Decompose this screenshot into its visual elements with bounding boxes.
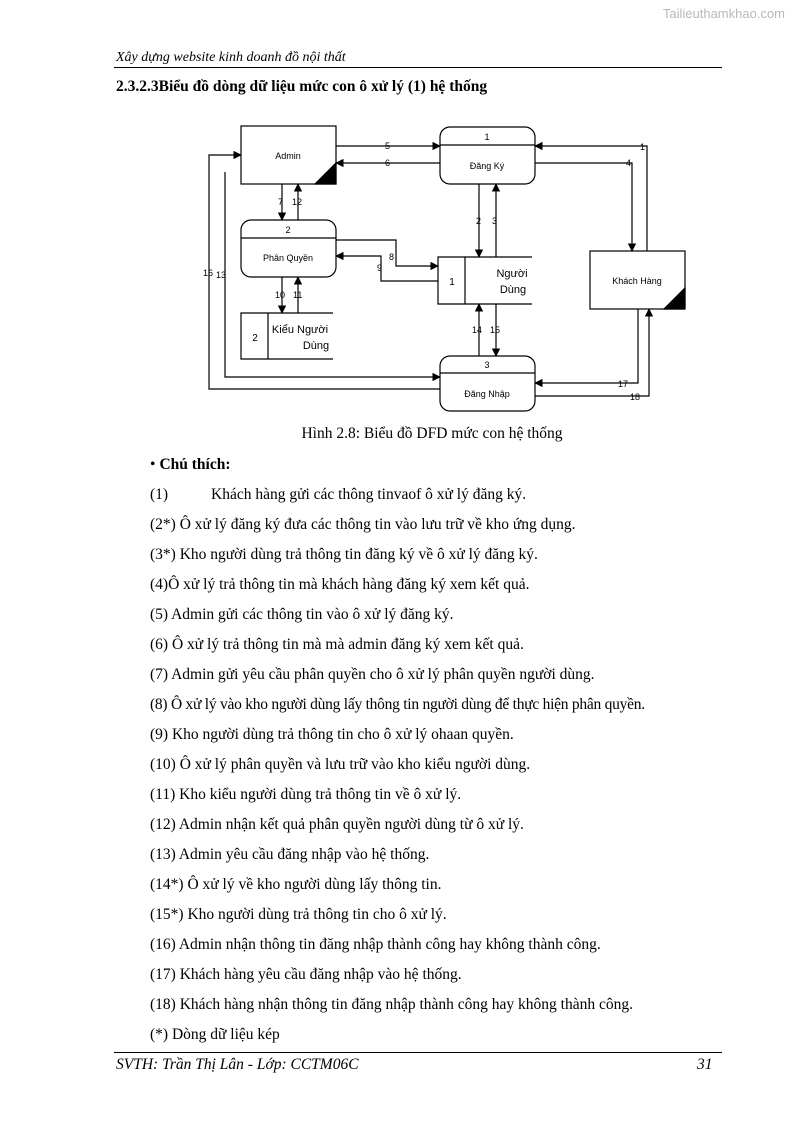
store-user-types [240,312,333,360]
list-item: (12) Admin nhận kết quả phân quyền người… [150,815,730,845]
process-register-number: 1 [484,132,489,142]
admin-label: Admin [275,151,301,161]
list-item: (*) Dòng dữ liệu kép [150,1025,730,1055]
customer-entity [589,250,686,310]
flow-label-16: 16 [203,268,213,278]
list-item: (2*) Ô xử lý đăng ký đưa các thông tin v… [150,515,730,545]
note-text: (6) Ô xử lý trả thông tin mà mà admin đă… [150,636,524,653]
flow-label-7: 7 [278,197,283,207]
list-item: (5) Admin gửi các thông tin vào ô xử lý … [150,605,730,635]
store-user-types-number: 2 [252,333,258,344]
list-item: (17) Khách hàng yêu cầu đăng nhập vào hệ… [150,965,730,995]
note-text: (2*) Ô xử lý đăng ký đưa các thông tin v… [150,516,576,533]
list-item: (3*) Kho người dùng trả thông tin đăng k… [150,545,730,575]
list-item: (16) Admin nhận thông tin đăng nhập thàn… [150,935,730,965]
flow-label-15: 15 [490,325,500,335]
flow-label-3: 3 [492,216,497,226]
store-users-label-1: Người [496,268,527,280]
list-item: (1) Khách hàng gửi các thông tinvaof ô xử… [150,485,730,515]
note-text: (*) Dòng dữ liệu kép [150,1026,280,1043]
store-users-number: 1 [449,277,455,288]
process-permission-label: Phân Quyền [263,253,313,263]
note-text: (7) Admin gửi yêu cầu phân quyền cho ô x… [150,666,595,683]
footer-text: SVTH: Trần Thị Lân - Lớp: CCTM06C [116,1056,359,1073]
list-item: (13) Admin yêu cầu đăng nhập vào hệ thốn… [150,845,730,875]
flow-label-11: 11 [293,290,302,300]
page-number: 31 [697,1056,713,1073]
list-item: (10) Ô xử lý phân quyền và lưu trữ vào k… [150,755,730,785]
flow-label-8: 8 [389,252,394,262]
list-item: (14*) Ô xử lý về kho người dùng lấy thôn… [150,875,730,905]
note-text: (18) Khách hàng nhận thông tin đăng nhập… [150,996,633,1013]
list-item: (18) Khách hàng nhận thông tin đăng nhập… [150,995,730,1025]
flow-9 [335,251,438,282]
header-divider [114,67,722,68]
note-text: (10) Ô xử lý phân quyền và lưu trữ vào k… [150,756,531,773]
flow-4 [535,162,637,252]
watermark: Tailieuthamkhao.com [662,6,785,21]
flow-label-4: 4 [626,158,631,168]
admin-entity-corner [313,161,337,185]
process-permission-number: 2 [285,225,290,235]
flow-label-6: 6 [385,158,390,168]
note-text: (4)Ô xử lý trả thông tin mà khách hàng đ… [150,576,530,593]
flow-18 [535,308,654,397]
flow-16 [208,150,440,390]
note-text: (9) Kho người dùng trả thông tin cho ô x… [150,726,514,743]
note-text: (11) Kho kiểu người dùng trả thông tin v… [150,786,462,803]
process-permission [240,219,337,278]
list-item: (11) Kho kiểu người dùng trả thông tin v… [150,785,730,815]
store-users-label-2: Dùng [500,284,526,296]
note-text: (16) Admin nhận thông tin đăng nhập thàn… [150,936,601,953]
process-register [439,126,536,185]
note-text: (17) Khách hàng yêu cầu đăng nhập vào hệ… [150,966,462,983]
process-login-number: 3 [484,360,489,370]
section-title: 2.3.2.3Biểu đồ dòng dữ liệu mức con ô xử… [116,78,488,95]
notes-heading: •Chú thích: [150,456,231,474]
list-item: (9) Kho người dùng trả thông tin cho ô x… [150,725,730,755]
notes-list: (1) Khách hàng gửi các thông tinvaof ô xử… [150,485,730,1055]
list-item: (6) Ô xử lý trả thông tin mà mà admin đă… [150,635,730,665]
process-login-label: Đăng Nhập [464,389,510,399]
list-item: (8) Ô xử lý vào kho người dùng lấy thông… [150,695,730,725]
note-text: (12) Admin nhận kết quả phân quyền người… [150,816,524,833]
note-text: (5) Admin gửi các thông tin vào ô xử lý … [150,606,454,623]
list-item: (4)Ô xử lý trả thông tin mà khách hàng đ… [150,575,730,605]
flow-label-10: 10 [275,290,285,300]
list-item: (15*) Kho người dùng trả thông tin cho ô… [150,905,730,935]
flow-label-18: 18 [630,392,640,402]
note-number: (1) [150,486,169,503]
flow-label-12: 12 [292,197,302,207]
admin-entity [240,125,337,185]
figure-caption: Hình 2.8: Biểu đồ DFD mức con hệ thống [301,425,563,442]
notes-title: Chú thích: [159,456,231,473]
flow-17 [534,309,639,388]
process-register-label: Đăng Ký [470,161,505,171]
list-item: (7) Admin gửi yêu cầu phân quyền cho ô x… [150,665,730,695]
flow-13 [224,172,441,382]
flow-label-14: 14 [472,325,482,335]
flow-label-17: 17 [618,379,628,389]
flow-8 [336,239,439,271]
note-text: (13) Admin yêu cầu đăng nhập vào hệ thốn… [150,846,430,863]
store-user-types-label-2: Dùng [303,340,329,352]
store-user-types-label-1: Kiểu Người [272,324,328,336]
customer-entity-corner [662,286,686,310]
flow-label-1: 1 [640,142,645,152]
footer-divider [114,1052,722,1053]
notes-bullet: • [150,456,156,473]
running-header: Xây dựng website kinh doanh đồ nội thất [116,50,346,65]
note-text: (14*) Ô xử lý về kho người dùng lấy thôn… [150,876,442,893]
note-text: (15*) Kho người dùng trả thông tin cho ô… [150,906,447,923]
customer-label: Khách Hàng [612,276,662,286]
flow-label-13: 13 [216,270,226,280]
flow-label-9: 9 [377,263,382,273]
flow-label-5: 5 [385,141,390,151]
flow-1 [534,141,648,251]
note-text: (3*) Kho người dùng trả thông tin đăng k… [150,546,538,563]
note-text: (8) Ô xử lý vào kho người dùng lấy thông… [150,696,645,713]
flow-label-2: 2 [476,216,481,226]
note-text: Khách hàng gửi các thông tinvaof ô xử lý… [211,486,527,503]
